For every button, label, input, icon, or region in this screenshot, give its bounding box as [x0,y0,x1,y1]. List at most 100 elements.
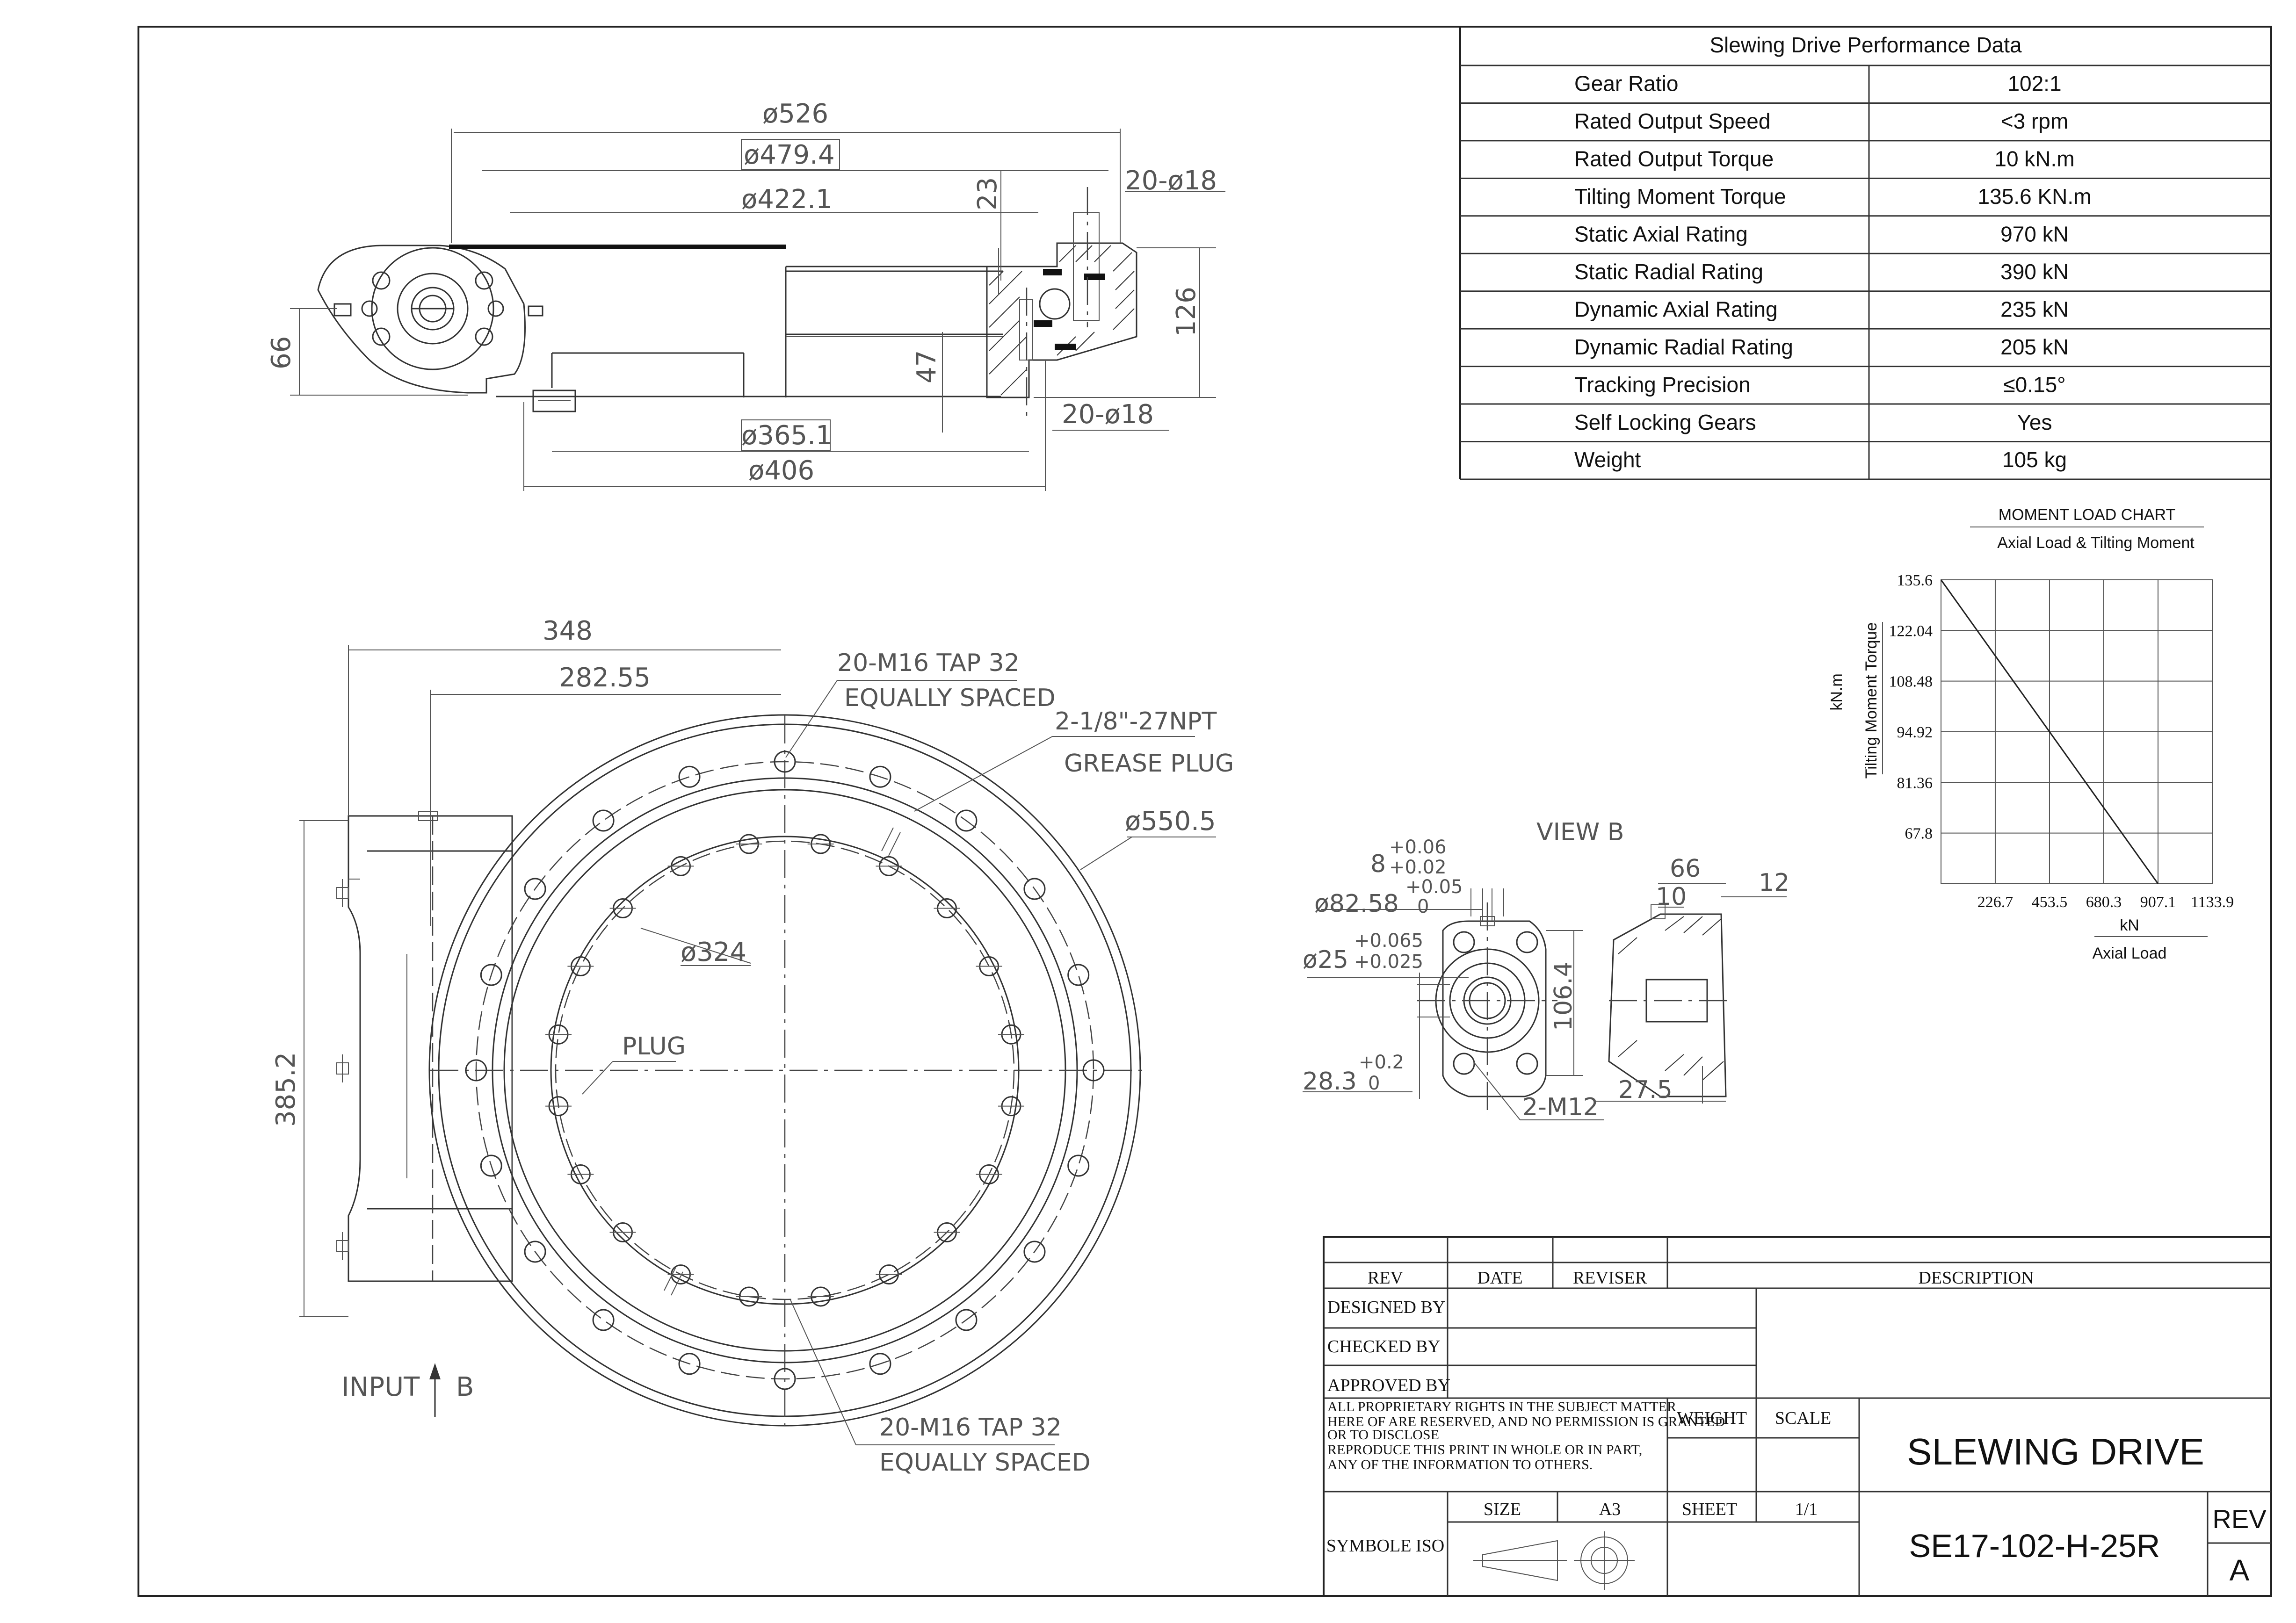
approved-by-label: APPROVED BY [1327,1376,1450,1395]
perf-row-value: 390 kN [2000,260,2069,284]
perf-row-value: 10 kN.m [1994,147,2074,171]
checked-by-label: CHECKED BY [1327,1337,1441,1356]
perf-row-value: 205 kN [2000,335,2069,359]
rev-label: REV [2212,1504,2267,1534]
dim-66-viewb: 66 [1670,855,1701,883]
perf-row-value: 235 kN [2000,297,2069,321]
outer-bolt-hole [955,1309,978,1331]
callout-npt: 2-1/8"-27NPT [1055,707,1217,736]
chart-title: MOMENT LOAD CHART [1999,506,2175,524]
dim-d82-upper-tol: +0.05 [1405,876,1463,898]
outer-bolt-hole [774,750,796,773]
perf-row-value: 970 kN [2000,222,2069,246]
chart-y-tick-label: 81.36 [1897,774,1933,792]
dim-348: 348 [543,616,593,646]
view-b-marker: B [456,1372,474,1402]
dim-28-upper-tol: +0.2 [1359,1052,1404,1073]
dim-d25-upper-tol: +0.065 [1354,930,1423,952]
perf-row-label: Weight [1574,447,1641,472]
perf-row-value: ≤0.15° [2003,372,2065,397]
notice-line: REPRODUCE THIS PRINT IN WHOLE OR IN PART… [1327,1442,1642,1457]
perf-row-label: Rated Output Torque [1574,147,1774,171]
part-number: SE17-102-H-25R [1909,1528,2160,1564]
scale-label: SCALE [1775,1408,1831,1428]
notice-line: HERE OF ARE RESERVED, AND NO PERMISSION … [1327,1414,1725,1429]
drawing-border [138,26,2272,1597]
chart-subtitle: Axial Load & Tilting Moment [1997,534,2195,552]
perf-row-label: Static Radial Rating [1574,260,1763,284]
view-b-title: VIEW B [1536,818,1624,846]
outer-bolt-hole [524,878,546,900]
callout-m16-top: 20-M16 TAP 32 [837,649,1020,677]
perf-row-value: 135.6 KN.m [1978,184,2092,209]
dim-66-top: 66 [266,336,297,369]
chart-x-tick-label: 226.7 [1977,894,2014,911]
outer-bolt-hole [869,765,891,788]
dim-20xd18-bottom: 20-ø18 [1062,399,1154,430]
callout-plug: PLUG [622,1032,686,1060]
perf-row-label: Dynamic Radial Rating [1574,335,1793,359]
input-label: INPUT [341,1372,420,1402]
outer-bolt-hole [774,1368,796,1390]
callout-m16-bottom: 20-M16 TAP 32 [879,1414,1062,1442]
dim-8: 8 [1370,850,1386,878]
outer-bolt-hole [592,809,615,832]
size-value: A3 [1599,1500,1621,1519]
dim-d550: ø550.5 [1125,806,1216,837]
outer-bolt-hole [1023,878,1046,900]
dim-d526: ø526 [762,99,828,129]
dim-d406: ø406 [748,455,814,486]
dim-10: 10 [1656,883,1687,911]
dim-d324: ø324 [681,937,746,967]
sheet-label: SHEET [1682,1500,1737,1519]
chart-x-tick-label: 907.1 [2140,894,2176,911]
dim-28-lower-tol: 0 [1368,1073,1380,1094]
perf-row-label: Rated Output Speed [1574,109,1770,133]
chart-x-tick-label: 453.5 [2032,894,2068,911]
dim-47: 47 [912,350,942,383]
outer-bolt-hole [678,765,701,788]
dim-d25: ø25 [1303,946,1348,974]
chart-series-line [1940,579,2159,884]
perf-row-label: Tracking Precision [1574,372,1751,397]
dim-d479: ø479.4 [744,140,835,170]
outer-bolt-hole [465,1059,487,1082]
title-block: REV DATE REVISER DESCRIPTION DESIGNED BY… [1323,1236,2272,1597]
header-date: DATE [1477,1268,1522,1288]
perf-row-value: <3 rpm [2001,109,2068,133]
rev-value: A [2230,1553,2250,1587]
perf-row-value: Yes [2017,410,2052,434]
chart-y-tick-label: 122.04 [1889,622,1933,640]
chart-y-label: Tilting Moment Torque [1862,622,1880,779]
outer-bolt-hole [678,1353,701,1375]
symbol-iso-label: SYMBOLE ISO [1326,1536,1444,1556]
perf-row-value: 105 kg [2002,447,2067,472]
dim-d365: ø365.1 [741,420,833,451]
outer-bolt-hole [1082,1059,1105,1082]
dim-d82: ø82.58 [1314,890,1399,918]
projection-cone-icon [1482,1540,1558,1581]
dim-d422: ø422.1 [741,184,833,215]
dim-28: 28.3 [1303,1068,1357,1096]
dim-282: 282.55 [559,663,651,693]
projection-circle-icon [1574,1531,1635,1590]
dim-126: 126 [1171,287,1202,337]
outer-bolt-hole [955,809,978,832]
callout-equally-spaced-top: EQUALLY SPACED [844,684,1056,712]
drawing-title: SLEWING DRIVE [1907,1431,2204,1472]
outer-bolt-hole [480,964,502,986]
chart-x-tick-label: 680.3 [2086,894,2122,911]
chart-x-label: Axial Load [2093,945,2167,962]
outer-bolt-hole [480,1154,502,1177]
perf-row-value: 102:1 [2007,72,2061,96]
sheet-value: 1/1 [1795,1500,1818,1519]
dim-12: 12 [1759,869,1789,897]
dim-2xm12: 2-M12 [1522,1093,1599,1121]
dim-27: 27.5 [1618,1076,1673,1104]
outer-bolt-hole [1067,1154,1090,1177]
performance-table: Slewing Drive Performance Data Gear Rati… [1459,27,2271,480]
size-label: SIZE [1484,1500,1521,1519]
dim-23: 23 [972,177,1003,210]
dim-106: 106.4 [1550,961,1578,1031]
